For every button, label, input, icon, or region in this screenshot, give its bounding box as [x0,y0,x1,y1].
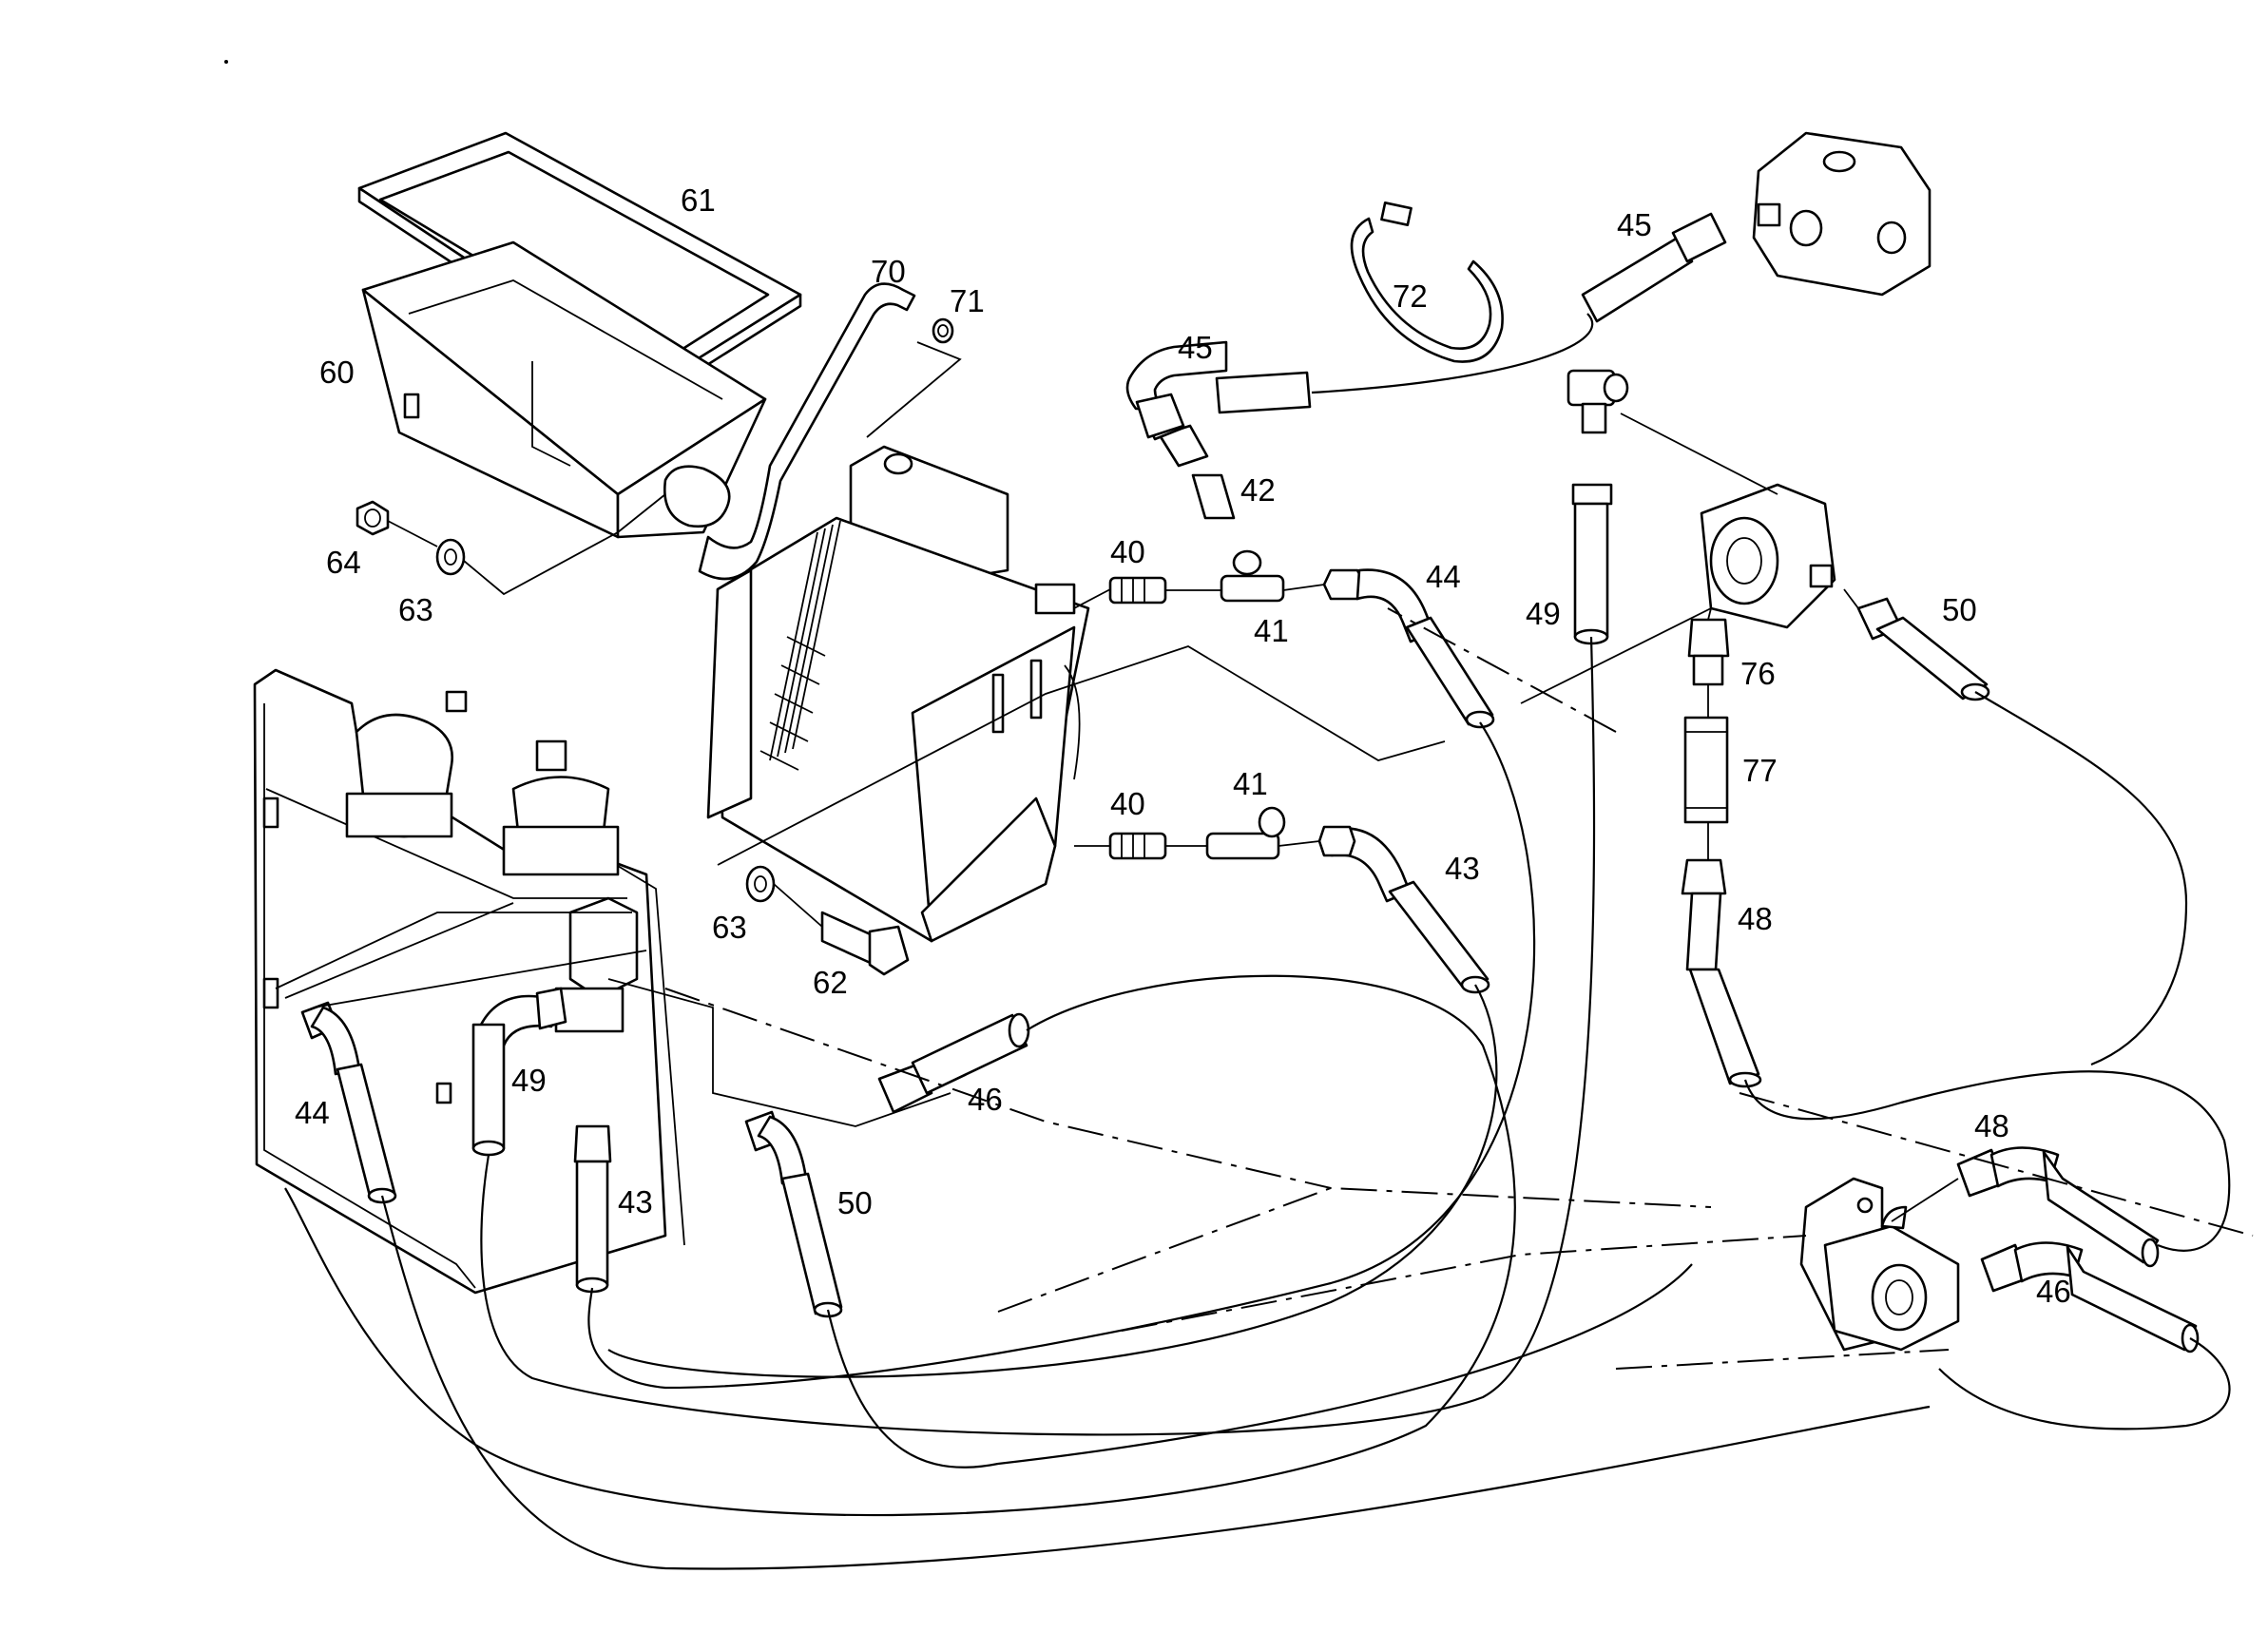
callout-72: 72 [1393,278,1428,314]
stray-dot [224,60,228,64]
callout-41-upper: 41 [1254,613,1289,648]
callout-45-right: 45 [1617,207,1652,242]
callout-42: 42 [1240,472,1276,508]
part-46-hose-middle [877,1012,1030,1114]
part-72-band-clamp [1350,201,1504,363]
callout-77: 77 [1742,753,1778,788]
callout-46-middle: 46 [968,1082,1003,1117]
part-tee-fitting [1566,369,1629,434]
callout-49-upper: 49 [1526,596,1561,631]
part-45-elbow-hose [1125,340,1312,439]
callout-60: 60 [319,355,355,390]
part-41-tee-lower [1205,806,1286,860]
callout-70: 70 [871,254,906,289]
callout-50-upper: 50 [1942,592,1977,627]
pump-lower [1799,1177,1960,1352]
part-63-washer-lower [745,865,776,903]
callout-48-lower: 48 [1974,1108,2009,1143]
callout-40-upper: 40 [1110,534,1145,569]
control-valve-block [1752,131,1932,297]
callout-50-lower: 50 [837,1185,873,1220]
callout-49-lower: 49 [511,1063,547,1098]
callout-63-lower: 63 [712,910,747,945]
callout-76: 76 [1740,656,1776,691]
callout-62: 62 [813,965,848,1000]
callout-44-upper: 44 [1426,559,1461,594]
callout-labels: 61 60 64 63 70 71 72 45 45 42 40 41 44 4… [295,182,2071,1309]
part-49-hose-upper [1571,483,1613,645]
callout-71: 71 [950,283,985,318]
part-46-hose-lower [1980,1241,2200,1353]
callout-63-upper: 63 [398,592,433,627]
centerline-dashes [664,607,2254,1370]
pump-upper [1700,483,1836,629]
callout-46-lower: 46 [2036,1274,2071,1309]
callout-44-lower: 44 [295,1095,330,1130]
hose-routing-lines [284,313,2231,1570]
callout-48-upper: 48 [1738,901,1773,936]
part-43-hose-lower [573,1124,612,1294]
callout-41-lower: 41 [1233,766,1268,801]
part-40-fitting-lower [1108,832,1167,860]
callout-43-lower: 43 [618,1184,653,1219]
part-49-hose-lower [471,987,567,1157]
callout-45-elbow: 45 [1178,330,1213,365]
part-62-bolt [820,911,910,976]
part-45-hose-right [1581,212,1727,323]
part-44-hose-upper [1322,568,1495,729]
part-63-washer-upper [435,538,466,576]
leader-lines [275,341,1959,1222]
part-77-check-valve [1683,716,1729,824]
part-48-hose-upper [1681,858,1762,1088]
part-70-vent-hose [698,282,916,581]
part-40-fitting-upper [1108,576,1167,605]
callout-43-upper: 43 [1445,851,1480,886]
part-43-hose-upper [1317,825,1490,994]
callout-64: 64 [326,545,361,580]
callout-40-lower: 40 [1110,786,1145,821]
radiator-cooler [706,445,1090,943]
part-71-clamp [932,317,954,344]
callout-61: 61 [681,182,716,218]
fin-hatching [759,520,841,771]
part-41-tee-upper [1220,549,1285,603]
part-48-hose-lower [1956,1146,2160,1268]
part-64-nut [356,500,390,536]
part-50-hose-lower [744,1110,843,1318]
part-76-adapter [1687,618,1730,686]
